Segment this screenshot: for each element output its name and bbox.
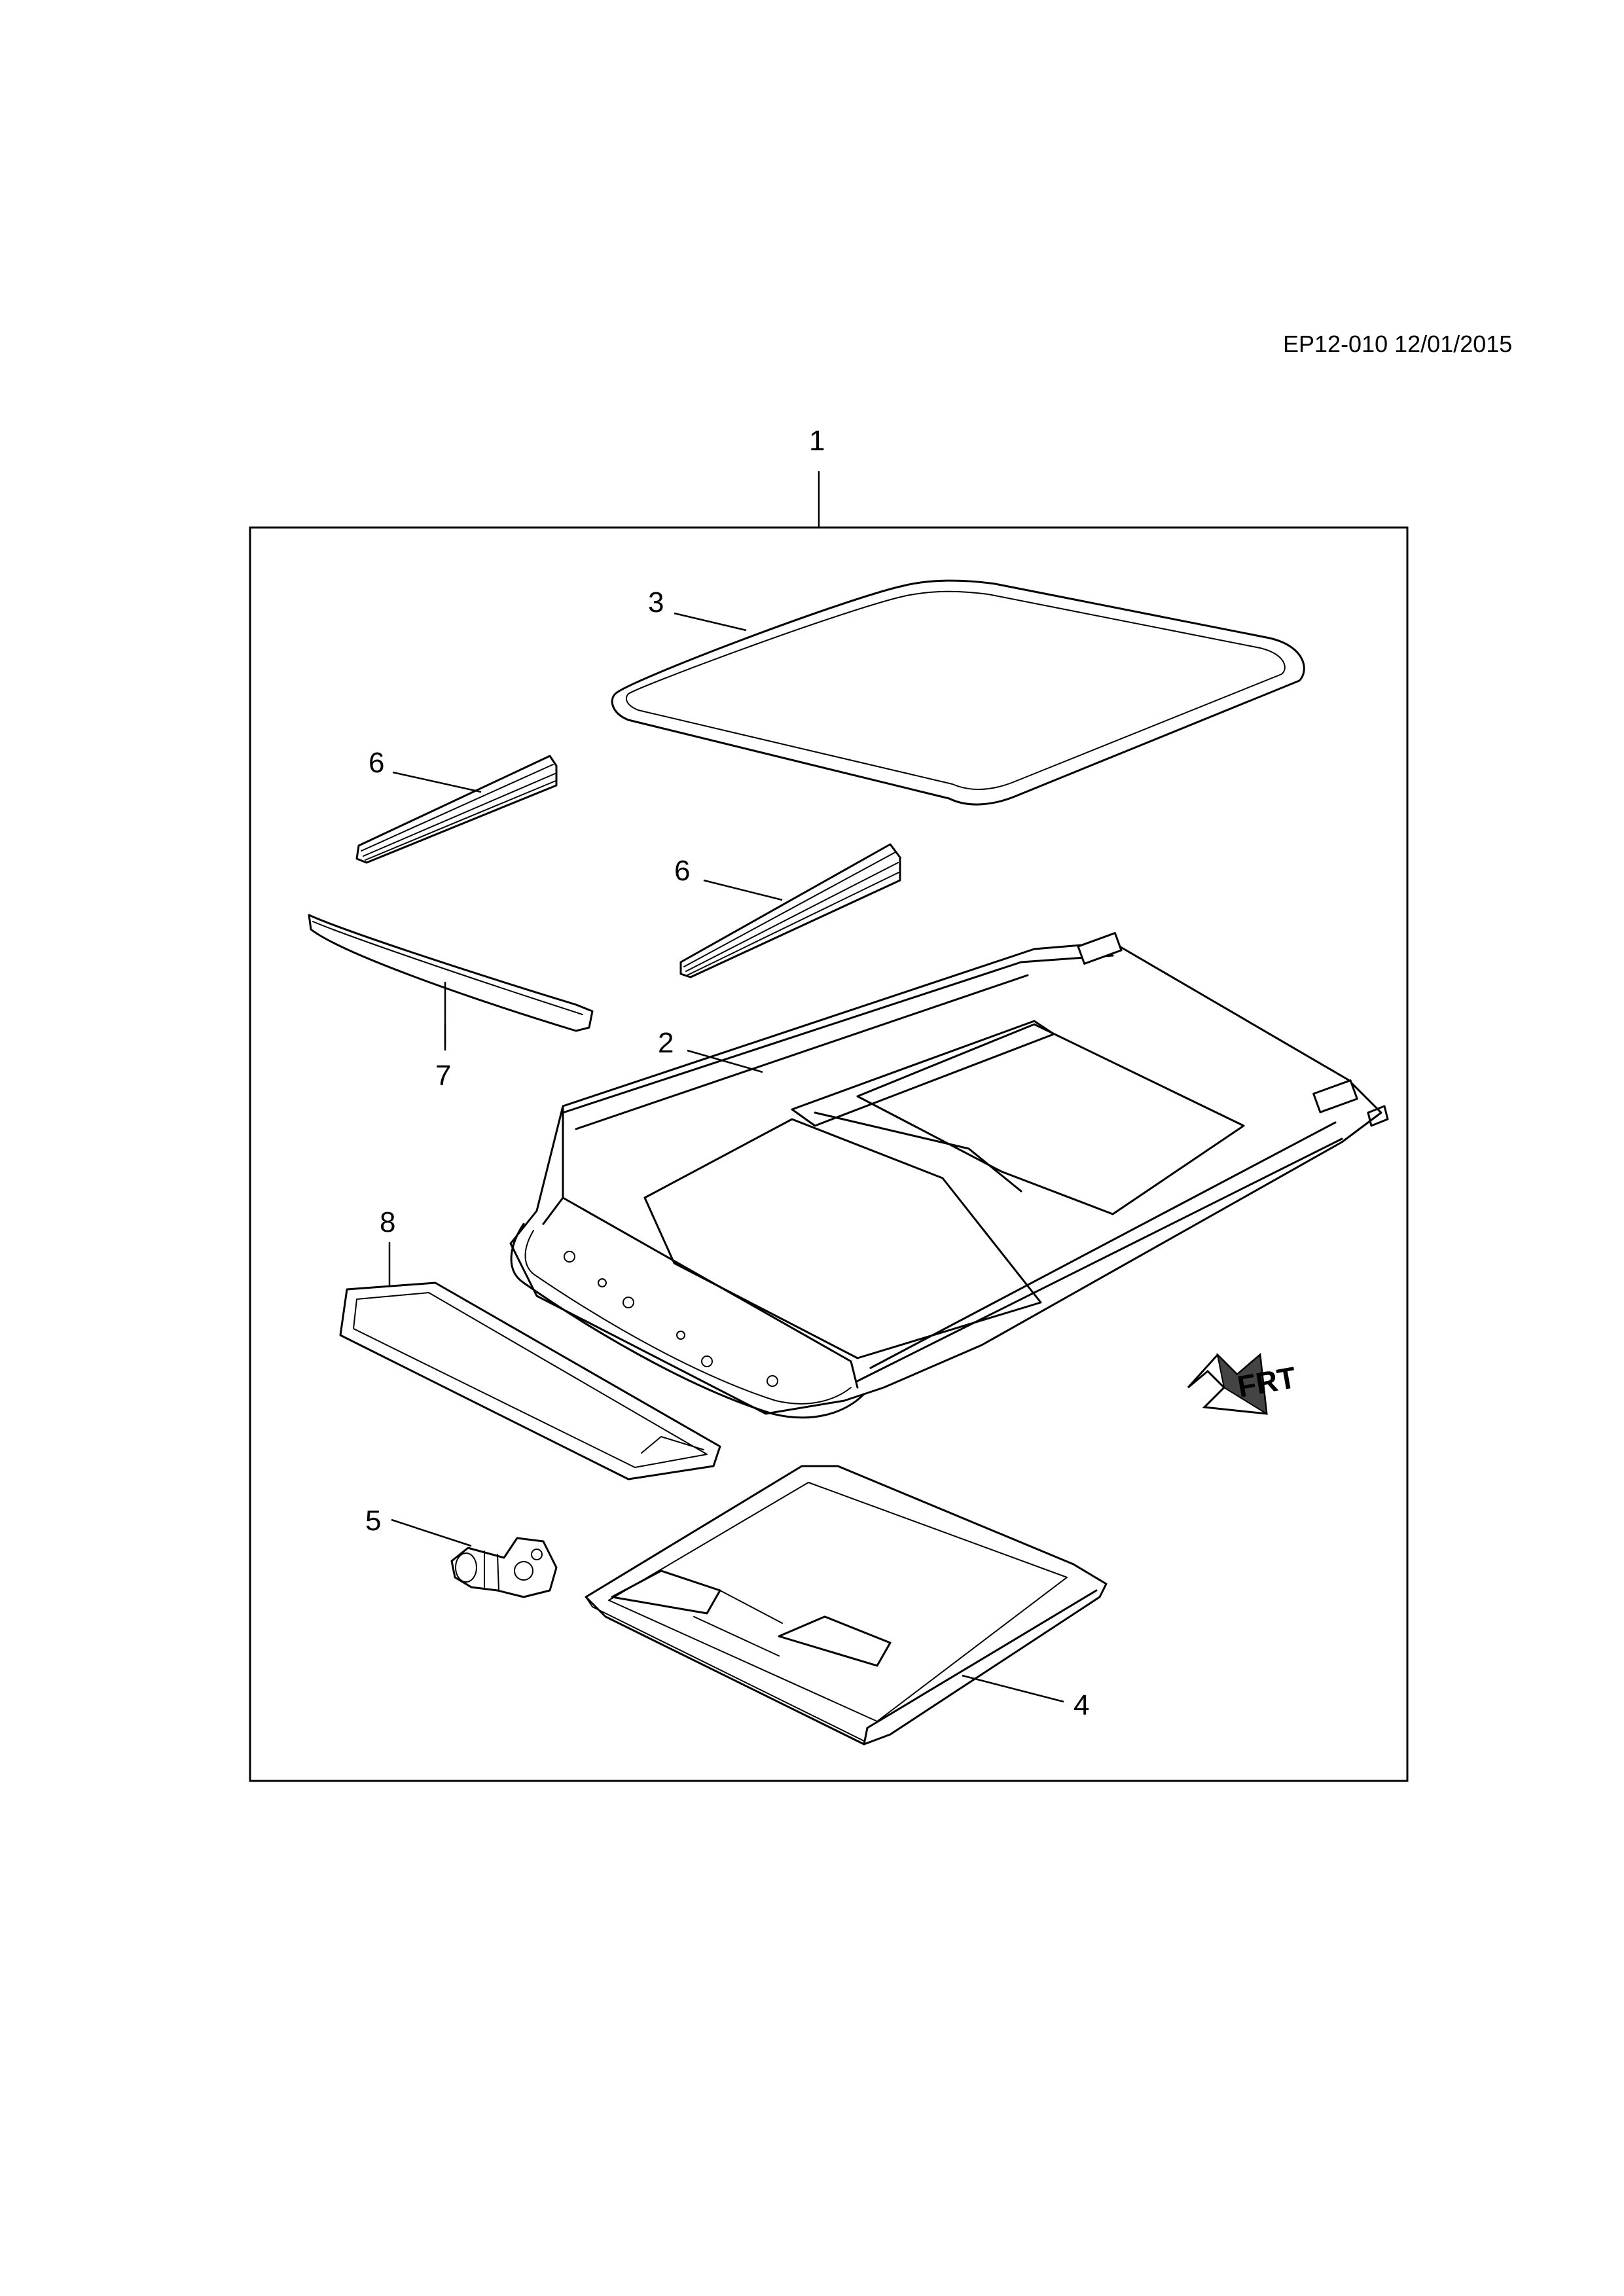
front-direction-label: FRT xyxy=(1235,1360,1299,1404)
kit-frame xyxy=(249,526,1409,1782)
leader-4 xyxy=(962,1674,1064,1703)
sunshade-part xyxy=(585,1465,1108,1746)
callout-8: 8 xyxy=(380,1206,395,1238)
callout-4: 4 xyxy=(1074,1689,1089,1721)
leader-3 xyxy=(674,612,747,632)
diagram-reference: EP12-010 12/01/2015 xyxy=(1283,331,1513,357)
guide-strip-left-part xyxy=(355,755,558,864)
callout-6a: 6 xyxy=(369,747,384,779)
callout-2: 2 xyxy=(658,1027,674,1059)
callout-3: 3 xyxy=(648,586,664,619)
callout-1: 1 xyxy=(809,425,825,457)
leader-6a xyxy=(392,771,482,793)
leader-6b xyxy=(703,879,783,901)
guide-strip-right-part xyxy=(679,843,901,978)
leader-2 xyxy=(687,1049,763,1073)
callout-6b: 6 xyxy=(674,855,690,887)
sunroof-frame-module-part xyxy=(509,932,1389,1419)
callout-5: 5 xyxy=(365,1505,381,1537)
front-trim-part xyxy=(339,1282,721,1480)
glass-panel-part xyxy=(611,579,1305,806)
seal-strip-part xyxy=(308,914,594,1032)
callout-7: 7 xyxy=(435,1060,451,1092)
front-direction-arrow-icon xyxy=(1187,1352,1268,1415)
leader-5 xyxy=(391,1518,472,1547)
drive-motor-part xyxy=(450,1537,558,1598)
